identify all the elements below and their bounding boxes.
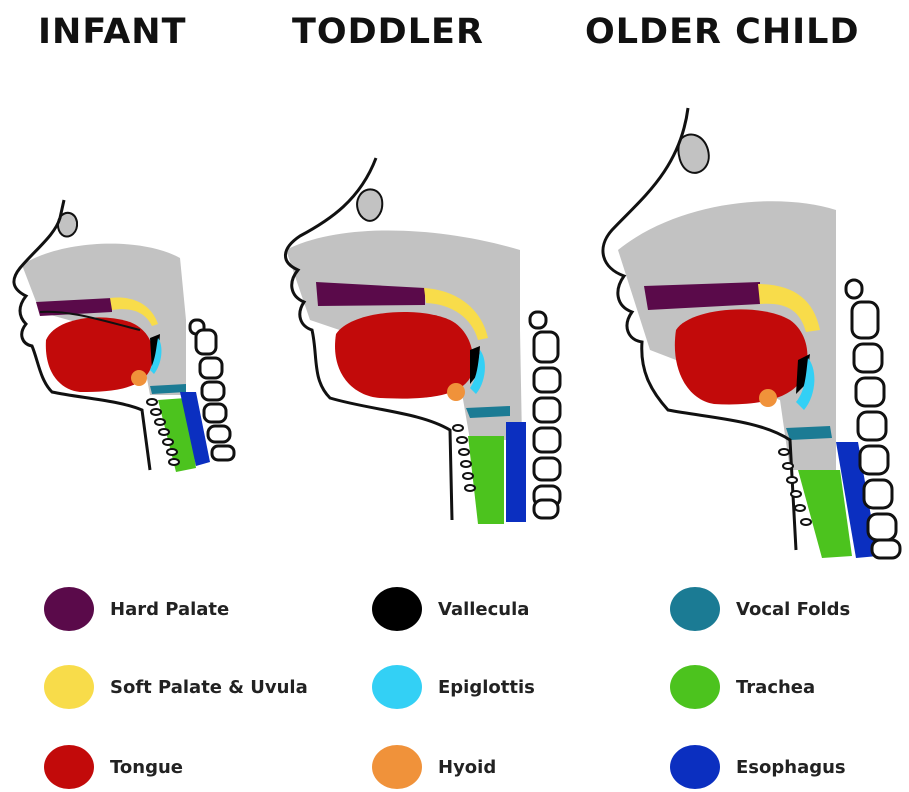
airway-anatomy-diagram xyxy=(0,0,909,570)
infant-hyoid xyxy=(131,370,147,386)
trachea-swatch-icon xyxy=(670,665,720,709)
legend-item-vocal-folds: Vocal Folds xyxy=(670,584,850,634)
vocal-folds-swatch-icon xyxy=(670,587,720,631)
vallecula-swatch-icon xyxy=(372,587,422,631)
older-child-illustration xyxy=(603,108,900,558)
legend-item-tongue: Tongue xyxy=(44,742,183,792)
legend-label-hard-palate: Hard Palate xyxy=(110,599,229,620)
hyoid-swatch-icon xyxy=(372,745,422,789)
legend-item-trachea: Trachea xyxy=(670,662,815,712)
legend-item-hard-palate: Hard Palate xyxy=(44,584,229,634)
legend-item-hyoid: Hyoid xyxy=(372,742,496,792)
toddler-esophagus xyxy=(506,422,526,522)
hard-palate-swatch-icon xyxy=(44,587,94,631)
epiglottis-swatch-icon xyxy=(372,665,422,709)
older-nose-bone xyxy=(678,135,708,173)
tongue-swatch-icon xyxy=(44,745,94,789)
legend-label-epiglottis: Epiglottis xyxy=(438,677,535,698)
older-hyoid xyxy=(759,389,777,407)
older-vocal-folds xyxy=(786,426,832,440)
legend-item-epiglottis: Epiglottis xyxy=(372,662,535,712)
legend-label-hyoid: Hyoid xyxy=(438,757,496,778)
legend-item-esophagus: Esophagus xyxy=(670,742,846,792)
esophagus-swatch-icon xyxy=(670,745,720,789)
legend-item-vallecula: Vallecula xyxy=(372,584,529,634)
soft-palate-swatch-icon xyxy=(44,665,94,709)
legend-label-vocal-folds: Vocal Folds xyxy=(736,599,850,620)
legend-item-soft-palate-uvula: Soft Palate & Uvula xyxy=(44,662,308,712)
legend: Hard Palate Soft Palate & Uvula Tongue V… xyxy=(0,570,909,786)
older-tongue xyxy=(675,309,808,404)
toddler-illustration xyxy=(285,158,560,524)
toddler-nose-bone xyxy=(357,189,382,220)
legend-label-tongue: Tongue xyxy=(110,757,183,778)
legend-label-soft-palate-uvula: Soft Palate & Uvula xyxy=(110,677,308,698)
toddler-trachea xyxy=(468,436,504,524)
legend-label-trachea: Trachea xyxy=(736,677,815,698)
toddler-spine xyxy=(530,312,560,518)
legend-label-esophagus: Esophagus xyxy=(736,757,846,778)
toddler-vocal-folds xyxy=(466,406,510,418)
infant-illustration xyxy=(14,200,234,472)
toddler-hyoid xyxy=(447,383,465,401)
legend-label-vallecula: Vallecula xyxy=(438,599,529,620)
